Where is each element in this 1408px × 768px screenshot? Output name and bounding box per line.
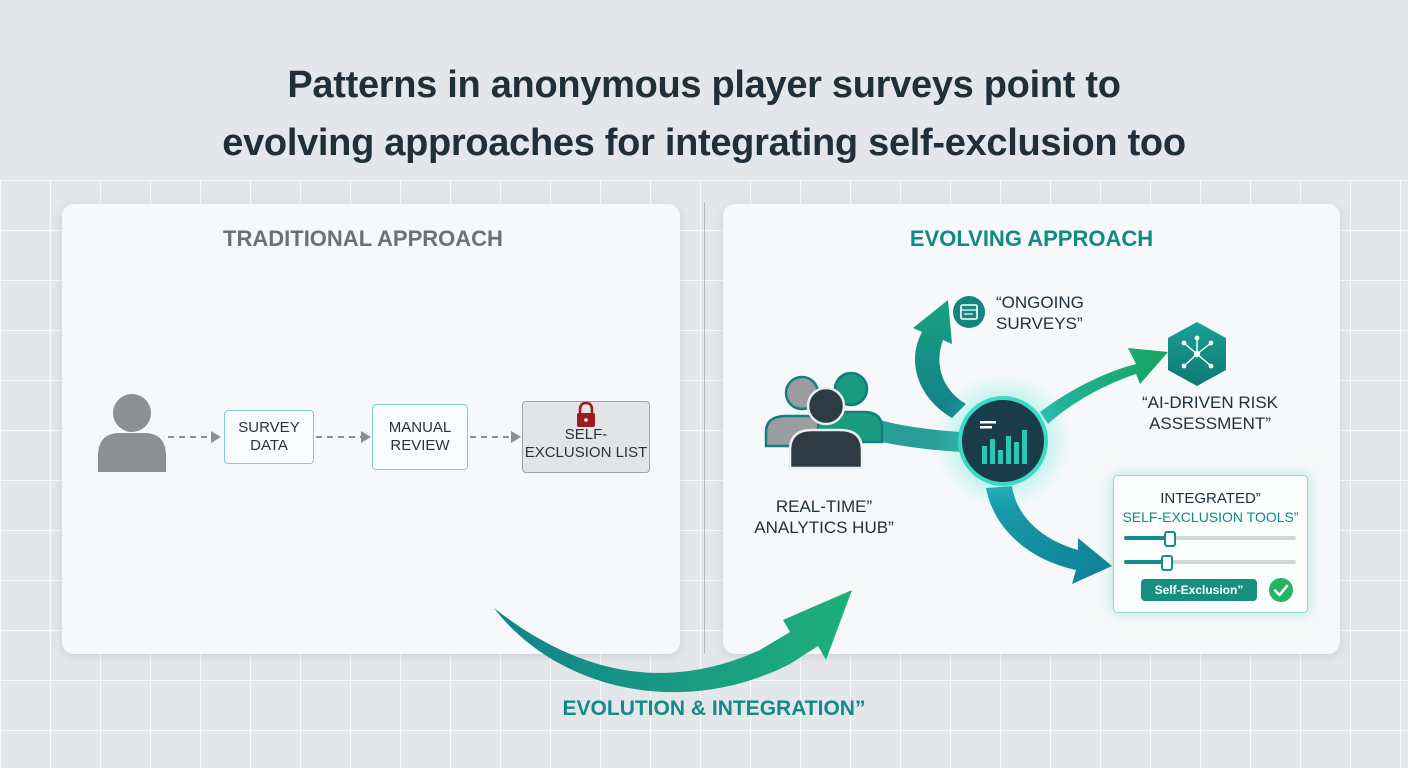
traditional-heading: TRADITIONAL APPROACH xyxy=(223,226,503,251)
limit-slider-2-fill xyxy=(1124,560,1167,564)
page-title: Patterns in anonymous player surveys poi… xyxy=(0,56,1408,172)
limit-slider-1-fill xyxy=(1124,536,1171,540)
check-icon xyxy=(1269,578,1293,602)
title-line-1: Patterns in anonymous player surveys poi… xyxy=(287,64,1121,106)
title-line-2: evolving approaches for integrating self… xyxy=(222,122,1186,164)
analytics-hub-label: REAL-TIME” ANALYTICS HUB” xyxy=(744,496,904,538)
tools-title-line-1: INTEGRATED” xyxy=(1160,490,1261,507)
network-hexagon-icon xyxy=(1168,322,1226,386)
group-icon xyxy=(764,371,884,470)
limit-slider-2[interactable] xyxy=(1124,555,1296,571)
self-exclusion-list-box: SELF-EXCLUSION LIST xyxy=(522,401,650,473)
tools-arrow xyxy=(986,486,1112,584)
ai-risk-line-1: “AI-DRIVEN RISK xyxy=(1141,393,1279,412)
ongoing-surveys-line-1: “ONGOING xyxy=(996,293,1084,312)
ai-risk-line-2: ASSESSMENT” xyxy=(1149,414,1271,433)
manual-review-box: MANUAL REVIEW xyxy=(372,404,468,470)
analytics-hub-line-1: REAL-TIME” xyxy=(775,497,873,516)
ai-risk-assessment-label: “AI-DRIVEN RISK ASSESSMENT” xyxy=(1110,392,1310,434)
self-exclusion-tools-card: INTEGRATED” SELF-EXCLUSION TOOLS” Self-E… xyxy=(1113,475,1308,613)
person-icon xyxy=(98,394,166,472)
survey-data-box: SURVEY DATA xyxy=(224,410,314,464)
limit-slider-1[interactable] xyxy=(1124,531,1296,547)
flow-arrowheads xyxy=(211,431,521,443)
limit-slider-2-knob[interactable] xyxy=(1161,555,1173,571)
evolution-integration-label: EVOLUTION & INTEGRATION” xyxy=(562,697,866,720)
ongoing-surveys-line-2: SURVEYS” xyxy=(996,314,1083,333)
evolution-arrow xyxy=(494,590,852,693)
tools-title: INTEGRATED” SELF-EXCLUSION TOOLS” xyxy=(1114,490,1307,526)
survey-form-icon xyxy=(953,296,985,328)
self-exclusion-list-label: SELF-EXCLUSION LIST xyxy=(524,426,648,461)
surveys-arrow xyxy=(913,300,966,418)
lock-icon xyxy=(577,401,595,427)
ongoing-surveys-label: “ONGOING SURVEYS” xyxy=(996,292,1106,334)
panel-divider xyxy=(704,202,705,654)
bar-chart-icon xyxy=(958,396,1048,486)
traditional-approach-panel: TRADITIONAL APPROACH SURVEY DATA MANUAL … xyxy=(62,204,680,654)
tools-title-line-2: SELF-EXCLUSION TOOLS” xyxy=(1122,509,1299,525)
self-exclusion-button[interactable]: Self-Exclusion” xyxy=(1141,579,1257,601)
limit-slider-1-knob[interactable] xyxy=(1164,531,1177,547)
evolving-heading: EVOLVING APPROACH xyxy=(909,226,1154,251)
analytics-hub-line-2: ANALYTICS HUB” xyxy=(754,518,894,537)
ai-assessment-arrow xyxy=(1040,348,1168,424)
